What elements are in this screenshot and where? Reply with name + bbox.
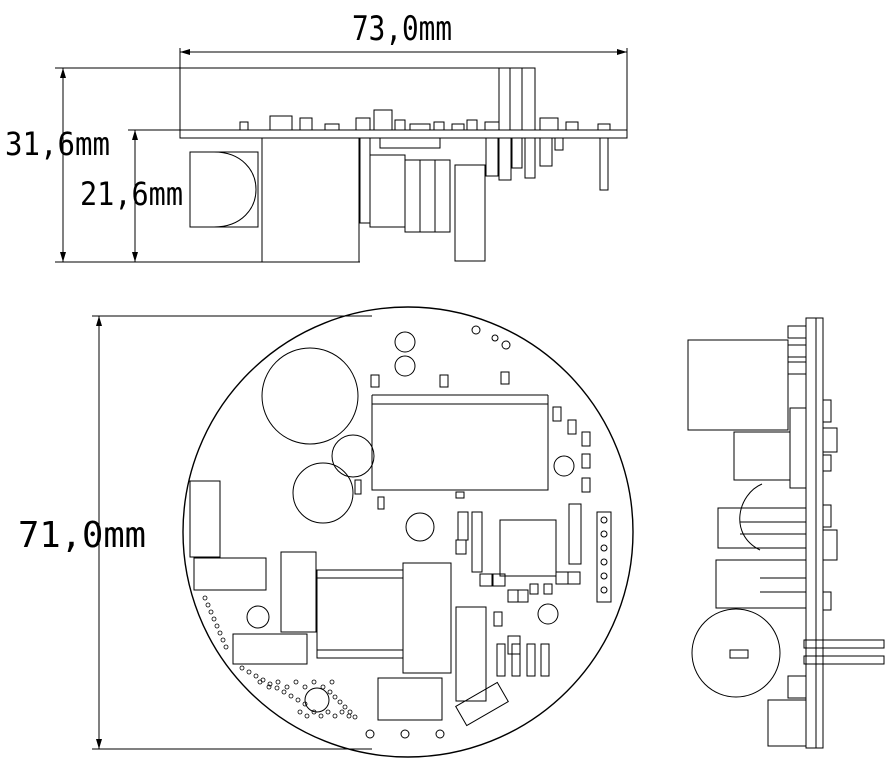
dimension-width: 73,0mm — [179, 9, 628, 130]
smd-groups — [455, 503, 582, 677]
dimension-total-height: 31,6mm — [5, 67, 535, 263]
via-dot — [239, 665, 245, 671]
via-dot — [293, 679, 299, 685]
via-dot — [257, 679, 263, 685]
via-dot — [220, 637, 226, 643]
via-dot — [327, 689, 333, 695]
via-dot — [304, 713, 310, 719]
board-outline — [182, 306, 634, 758]
via-dot — [288, 693, 294, 699]
dimension-total-height-label: 31,6mm — [5, 125, 110, 163]
via-dot — [329, 679, 335, 685]
via-pattern — [202, 595, 358, 720]
via-dot — [208, 609, 214, 615]
via-dot — [320, 684, 326, 690]
via-dot — [311, 679, 317, 685]
board-top-view: 71,0mm — [18, 306, 634, 758]
bottom-components — [189, 137, 609, 263]
via-dot — [266, 684, 272, 690]
via-dot — [281, 689, 287, 695]
via-dot — [302, 701, 308, 707]
board-edge-side — [805, 317, 824, 749]
board-edge — [179, 129, 628, 139]
via-dot — [342, 704, 348, 710]
via-dot — [332, 694, 338, 700]
dimension-diameter: 71,0mm — [18, 315, 372, 750]
via-dot — [311, 709, 317, 715]
via-dot — [217, 630, 223, 636]
dimension-component-height-label: 21,6mm — [80, 175, 183, 213]
via-dot — [223, 644, 229, 650]
via-dot — [302, 684, 308, 690]
side-profile-view — [687, 317, 885, 749]
via-dot — [325, 709, 331, 715]
via-dot — [275, 679, 281, 685]
dimension-component-height: 21,6mm — [80, 129, 183, 262]
dimension-diameter-label: 71,0mm — [18, 515, 146, 556]
via-dot — [346, 713, 352, 719]
via-dot — [337, 699, 343, 705]
via-dot — [332, 713, 338, 719]
via-dot — [284, 684, 290, 690]
via-dot — [253, 673, 259, 679]
via-dot — [295, 697, 301, 703]
via-dot — [274, 685, 280, 691]
via-dot — [318, 713, 324, 719]
via-dot — [347, 709, 353, 715]
via-dot — [267, 681, 273, 687]
via-dot — [352, 714, 358, 720]
via-dot — [202, 595, 208, 601]
via-dot — [214, 623, 220, 629]
via-dot — [297, 709, 303, 715]
via-dot — [246, 669, 252, 675]
via-dot — [211, 616, 217, 622]
side-elevation-view: 73,0mm 31,6mm 21,6mm — [5, 9, 628, 263]
dimension-width-label: 73,0mm — [352, 9, 452, 49]
via-dot — [205, 602, 211, 608]
via-dot — [339, 709, 345, 715]
top-smd-parts — [239, 109, 611, 131]
